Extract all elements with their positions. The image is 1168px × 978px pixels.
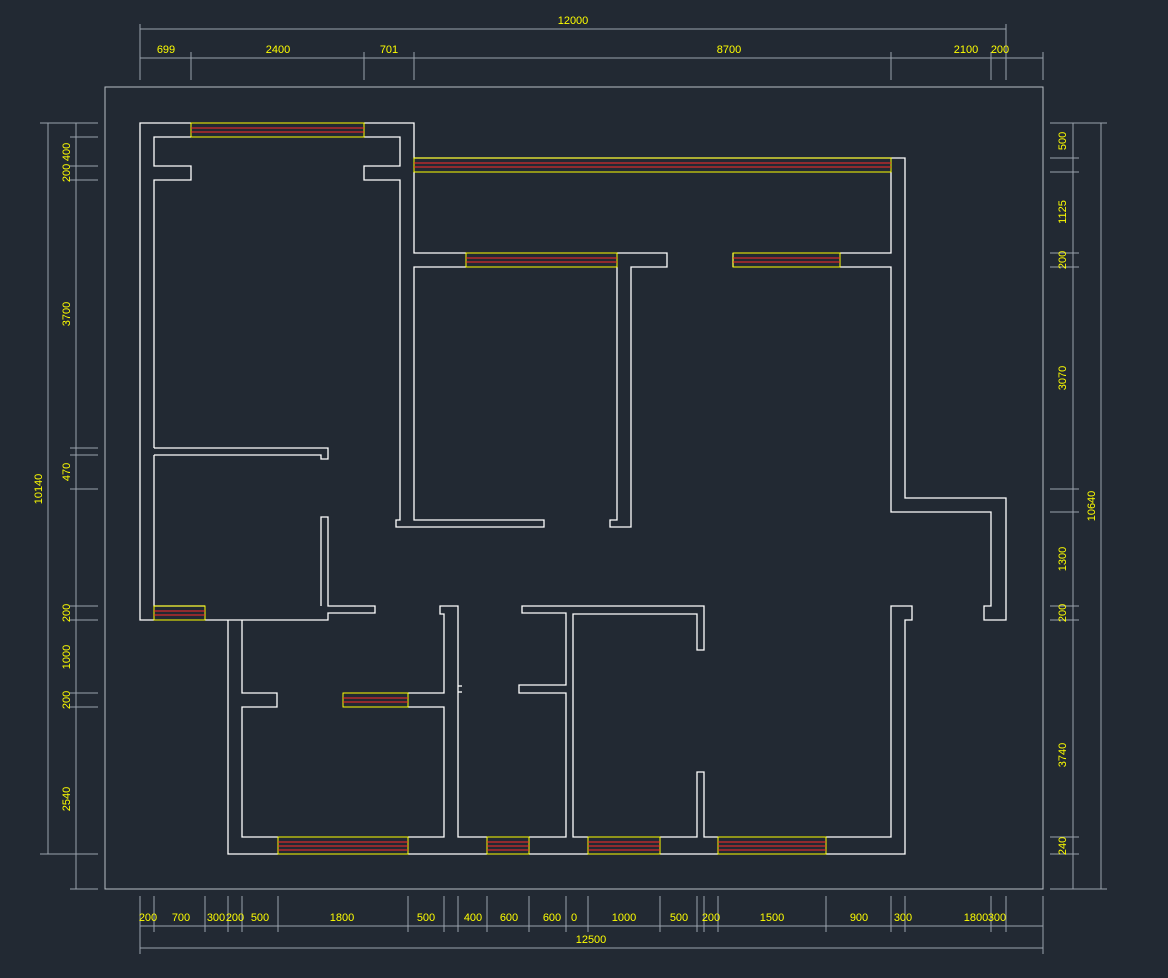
wall-bed3-inner [840,157,1007,621]
wall-bed2-right [609,252,668,528]
wall-kitchen-right [408,605,487,838]
top-seg-5: 2100 [954,44,978,56]
window-west [153,605,206,621]
window-bed3 [732,252,841,268]
wall-kitchen-inner [241,620,278,838]
wall-north-left-inner [153,136,192,448]
window-bed2 [465,252,618,268]
bottom-seg-17: 300 [894,912,912,924]
bottom-seg-1: 200 [139,912,157,924]
bottom-seg-19: 300 [988,912,1006,924]
top-seg-4: 8700 [717,44,741,56]
window-south-d [717,836,827,855]
wall-north-mid [364,122,891,159]
dimension-lines [40,24,1107,954]
wall-master [660,771,718,838]
bottom-seg-11: 0 [571,912,577,924]
bottom-seg-2: 700 [172,912,190,924]
bottom-seg-10: 600 [543,912,561,924]
left-seg-7: 200 [61,691,73,709]
left-seg-8: 2540 [61,787,73,811]
right-seg-7: 3740 [1057,743,1069,767]
wall-left-partition-top [154,447,329,460]
drawing-frame [104,86,1044,890]
wall-north-left [139,122,191,621]
window-south-c [587,836,661,855]
right-seg-3: 200 [1057,251,1069,269]
wall-kitchen [227,620,278,855]
right-seg-8: 240 [1057,837,1069,855]
top-seg-1: 699 [157,44,175,56]
bottom-seg-4: 200 [226,912,244,924]
bottom-seg-13: 500 [670,912,688,924]
bottom-seg-14: 200 [702,912,720,924]
wall-master-right [826,605,913,855]
bottom-seg-6: 1800 [330,912,354,924]
left-seg-5: 200 [61,604,73,622]
bottom-seg-7: 500 [417,912,435,924]
top-total-label: 12000 [558,15,589,27]
bottom-seg-5: 500 [251,912,269,924]
windows [153,122,892,855]
wall-north-mid-inner [363,136,545,528]
bottom-seg-15: 1500 [760,912,784,924]
left-total-label: 10140 [33,474,45,505]
top-seg-6: 200 [991,44,1009,56]
left-seg-1: 400 [61,143,73,161]
window-north-b [413,157,892,173]
window-south-a [277,836,409,855]
window-south-b [486,836,530,855]
wall-left-partition [153,455,205,607]
right-seg-5: 1300 [1057,547,1069,571]
bottom-seg-16: 900 [850,912,868,924]
window-north-a [190,122,365,138]
left-seg-2: 200 [61,164,73,182]
left-dimensions: 10140 400 200 3700 470 200 1000 200 2540 [33,143,73,811]
wall-bed3-right [840,172,892,254]
right-seg-2: 1125 [1057,200,1069,224]
bottom-seg-3: 300 [207,912,225,924]
right-seg-4: 3070 [1057,366,1069,390]
right-seg-1: 500 [1057,132,1069,150]
left-seg-3: 3700 [61,302,73,326]
right-seg-6: 200 [1057,604,1069,622]
left-seg-4: 470 [61,463,73,481]
top-seg-2: 2400 [266,44,290,56]
wall-bath [518,605,705,838]
top-seg-3: 701 [380,44,398,56]
bottom-seg-9: 600 [500,912,518,924]
window-kitchen-inner [342,692,409,708]
left-seg-6: 1000 [61,645,73,669]
wall-kitchen-right-inner [408,706,445,838]
walls [139,122,1007,855]
bottom-seg-8: 400 [464,912,482,924]
wall-bed2-top [413,172,466,254]
bottom-seg-18: 1800 [964,912,988,924]
right-dimensions: 10640 500 1125 200 3070 1300 200 3740 24… [1057,132,1098,855]
top-dimensions: 12000 699 2400 701 8700 2100 200 [157,15,1009,56]
wall-left-stub [205,516,376,621]
right-total-label: 10640 [1086,491,1098,522]
bottom-seg-12: 1000 [612,912,636,924]
bottom-dimension-ticks [139,896,1007,932]
bottom-dimensions: 12500 200 700 300 200 500 1800 500 400 6… [139,912,1006,946]
bottom-total-label: 12500 [576,934,607,946]
